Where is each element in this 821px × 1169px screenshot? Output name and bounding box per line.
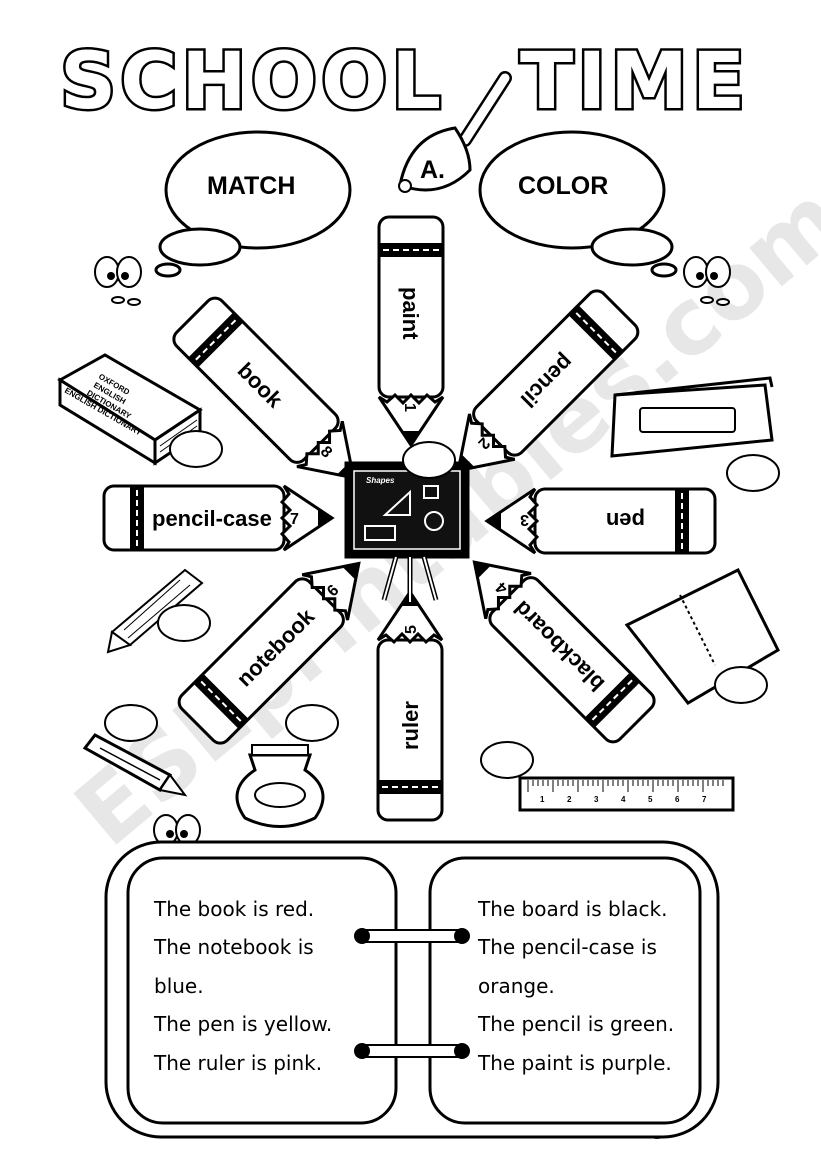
book-ring-bottom — [354, 1043, 470, 1059]
pencil-1-word: paint — [398, 287, 423, 340]
pencil-5-word: ruler — [398, 701, 423, 750]
small-pencil-picture — [106, 568, 204, 654]
board-heading: Shapes — [366, 476, 395, 485]
sentence-left-1: The book is red. — [153, 897, 314, 921]
paint-jar-picture — [235, 744, 325, 828]
pencil-case-picture — [610, 376, 774, 458]
title-time: TIME — [520, 37, 749, 127]
answer-oval[interactable] — [480, 741, 534, 779]
ruler-tick-label: 3 — [594, 795, 599, 804]
sentence-right-2: The pencil-case is — [477, 935, 657, 959]
ruler-tick-label: 4 — [621, 795, 626, 804]
sentence-right-4: The pencil is green. — [477, 1012, 674, 1036]
answer-oval[interactable] — [402, 441, 456, 479]
sentence-left-4: The pen is yellow. — [153, 1012, 332, 1036]
pencil-2: pencil 2 — [433, 284, 645, 496]
sentence-left-5: The ruler is pink. — [153, 1051, 322, 1075]
pencil-5: ruler 5 — [375, 590, 445, 822]
ruler-tick-label: 5 — [648, 795, 653, 804]
sentence-right-1: The board is black. — [477, 897, 667, 921]
ruler-tick-label: 1 — [540, 795, 545, 804]
pencil-1: paint 1 — [376, 215, 446, 447]
pen-picture — [82, 733, 188, 797]
answer-oval[interactable] — [726, 454, 780, 492]
answer-oval[interactable] — [104, 704, 158, 742]
blackboard-picture: Shapes — [344, 461, 470, 602]
pencil-3: pen 3 — [485, 486, 717, 556]
title-school: SCHOOL — [60, 37, 445, 127]
book-ring-top — [354, 928, 470, 944]
pencil-1-number: 1 — [401, 403, 418, 412]
sentence-left-3: blue. — [154, 974, 204, 998]
ruler-tick-label: 2 — [567, 795, 572, 804]
ruler-tick-label: 6 — [675, 795, 680, 804]
section-label: A. — [420, 156, 445, 184]
answer-oval[interactable] — [714, 666, 768, 704]
pencil-5-number: 5 — [403, 625, 420, 634]
color-instruction: COLOR — [518, 172, 608, 200]
creature-eyes-icon — [94, 256, 142, 306]
sentences-book: The book is red. The notebook is blue. T… — [104, 840, 720, 1139]
bell-icon — [398, 71, 512, 193]
pencil-4: blackboard 4 — [449, 537, 661, 749]
pencil-8: book 8 — [167, 291, 379, 503]
pencil-7-word: pencil-case — [152, 506, 272, 531]
answer-oval[interactable] — [157, 604, 211, 642]
sentence-right-5: The paint is purple. — [477, 1051, 672, 1075]
pencil-3-word: pen — [606, 508, 645, 533]
pencil-3-number: 3 — [520, 511, 529, 528]
ruler-tick-label: 7 — [702, 795, 707, 804]
color-bubble: COLOR — [478, 130, 678, 278]
sentence-right-3: orange. — [478, 974, 555, 998]
sentence-left-2: The notebook is — [153, 935, 314, 959]
answer-oval[interactable] — [285, 704, 339, 742]
ruler-picture: 1 2 3 4 5 6 7 — [518, 776, 735, 812]
pencil-7: pencil-case 7 — [102, 483, 334, 553]
match-bubble: MATCH — [154, 130, 352, 278]
answer-oval[interactable] — [169, 430, 223, 468]
pencil-7-number: 7 — [290, 511, 299, 528]
match-instruction: MATCH — [207, 172, 295, 200]
